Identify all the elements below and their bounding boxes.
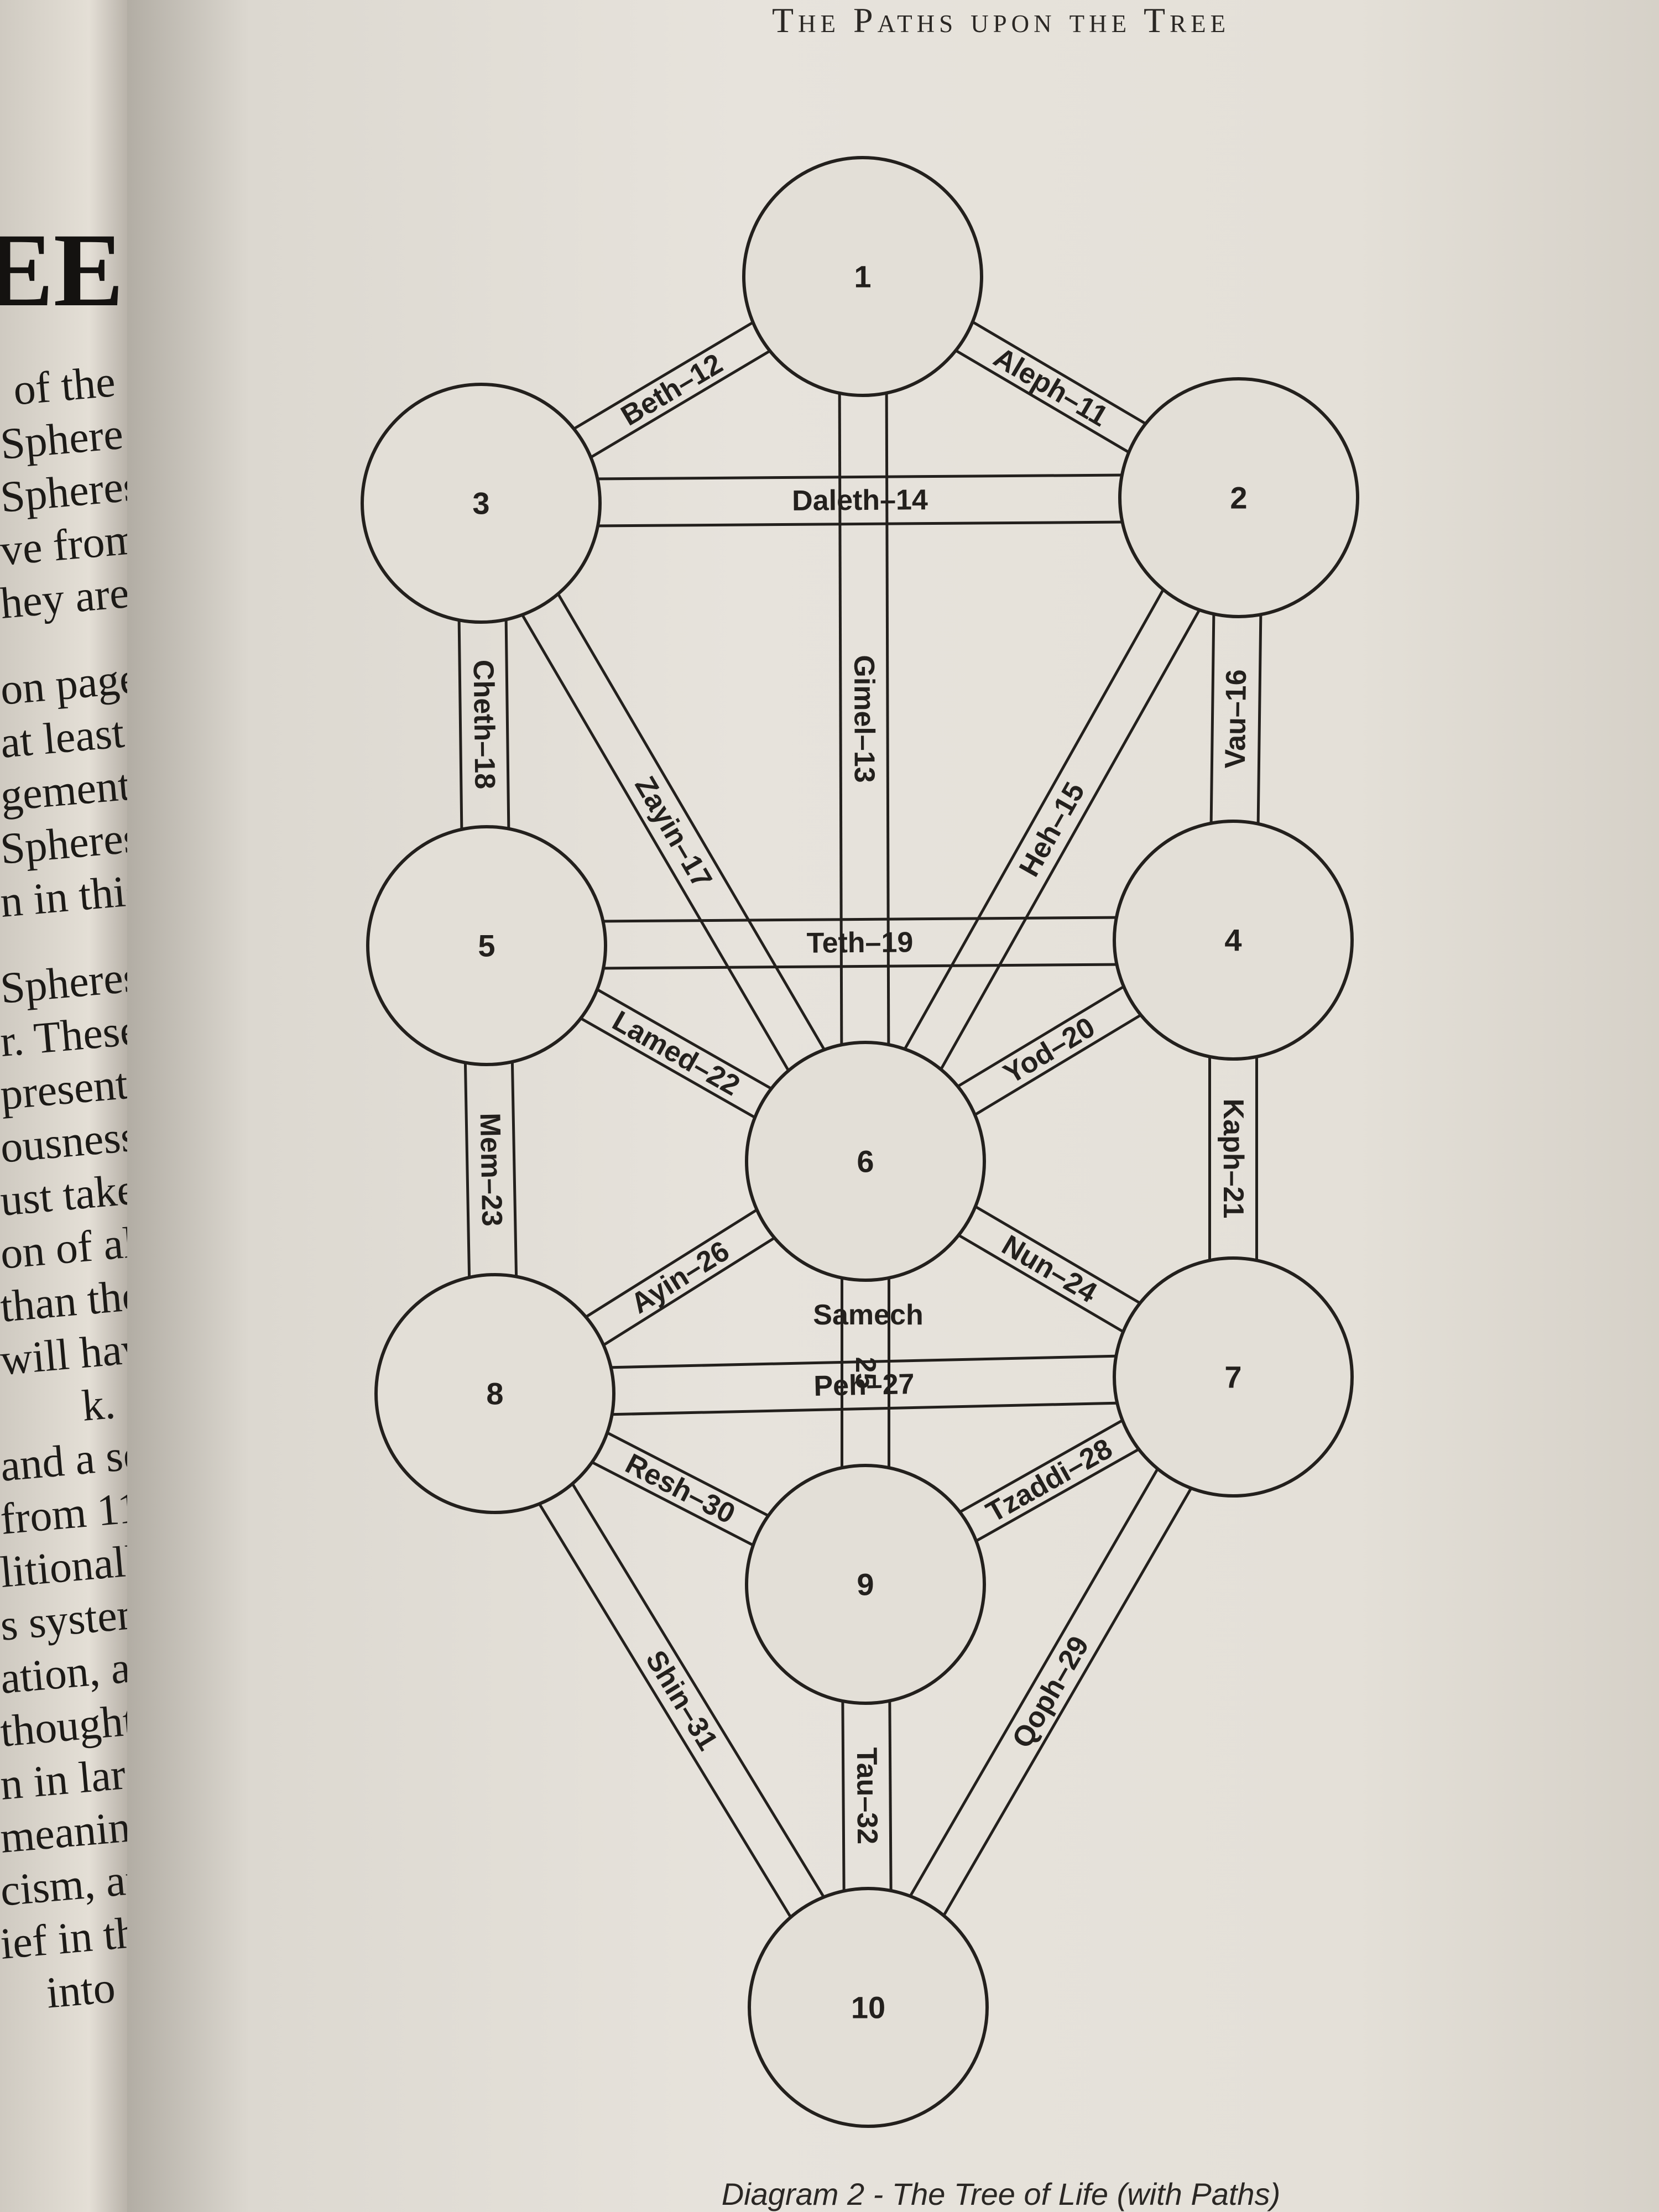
sphere-label: 10 bbox=[851, 1990, 885, 2025]
path-label: Beth–12 bbox=[615, 347, 728, 432]
sphere-label: 5 bbox=[478, 928, 495, 963]
page-title: The Paths upon the Tree bbox=[771, 1, 1230, 40]
path-label: Nun–24 bbox=[997, 1229, 1102, 1309]
sphere-circle bbox=[745, 1041, 986, 1282]
sphere-circle bbox=[366, 825, 607, 1066]
sphere-4: 4 bbox=[1113, 820, 1354, 1061]
path-edge bbox=[882, 507, 1258, 1172]
sphere-3: 3 bbox=[361, 383, 602, 624]
path-label: Mem–23 bbox=[474, 1113, 508, 1227]
path-edge bbox=[462, 513, 849, 1173]
sphere-9: 9 bbox=[745, 1464, 986, 1705]
path-edge bbox=[846, 487, 1222, 1152]
path-label: Ayin–26 bbox=[625, 1235, 735, 1320]
sphere-label: 7 bbox=[1224, 1360, 1241, 1395]
sphere-label: 4 bbox=[1224, 923, 1241, 958]
path-edge bbox=[884, 276, 890, 1161]
path-edge bbox=[884, 1386, 1251, 2018]
sphere-7: 7 bbox=[1113, 1256, 1354, 1498]
path-label: Kaph–21 bbox=[1217, 1099, 1249, 1219]
sphere-1: 1 bbox=[742, 156, 983, 397]
sphere-6: 6 bbox=[745, 1041, 986, 1282]
path-label: Heh–15 bbox=[1013, 777, 1091, 882]
diagram-caption: Diagram 2 - The Tree of Life (with Paths… bbox=[721, 2177, 1281, 2211]
path-daleth-14: Daleth–14 bbox=[481, 473, 1239, 528]
sphere-circle bbox=[745, 1464, 986, 1705]
path-label: Qoph–29 bbox=[1006, 1631, 1095, 1754]
sphere-2: 2 bbox=[1118, 377, 1359, 618]
path-peh-27: Peh–27 bbox=[494, 1352, 1234, 1418]
path-edge bbox=[481, 519, 1239, 528]
path-gimel-13: Gimel–13 bbox=[838, 276, 890, 1162]
path-label: Teth–19 bbox=[806, 926, 913, 959]
path-label: Tau–32 bbox=[851, 1747, 883, 1845]
sphere-label: 3 bbox=[472, 486, 489, 521]
path-edge bbox=[486, 915, 1233, 924]
sphere-circle bbox=[1113, 820, 1354, 1061]
path-label: Resh–30 bbox=[620, 1448, 740, 1530]
sphere-label: 6 bbox=[857, 1144, 874, 1179]
sphere-circle bbox=[1113, 1256, 1354, 1498]
sphere-circle bbox=[374, 1273, 615, 1514]
path-label: Aleph–11 bbox=[988, 341, 1113, 433]
path-edge bbox=[481, 473, 1239, 482]
sphere-10: 10 bbox=[748, 1887, 989, 2128]
sphere-label: 9 bbox=[857, 1567, 874, 1602]
sphere-circle bbox=[361, 383, 602, 624]
path-label: Gimel–13 bbox=[848, 655, 880, 782]
left-page-heading: EE bbox=[0, 212, 124, 328]
path-label: Cheth–18 bbox=[467, 660, 501, 790]
path-edge bbox=[487, 962, 1234, 971]
path-label: Lamed–22 bbox=[607, 1005, 745, 1102]
path-edge bbox=[495, 1399, 1234, 1418]
path-edge bbox=[494, 1352, 1233, 1372]
path-label: Daleth–14 bbox=[792, 484, 928, 517]
path-edge bbox=[498, 492, 885, 1152]
path-teth-19: Teth–19 bbox=[486, 915, 1234, 971]
sphere-label: 8 bbox=[486, 1376, 503, 1411]
path-label: Vau–16 bbox=[1219, 669, 1253, 769]
path-label: Peh–27 bbox=[813, 1368, 915, 1402]
sphere-label: 2 bbox=[1230, 481, 1247, 515]
path-edge bbox=[477, 1402, 853, 2018]
path-edge bbox=[850, 1366, 1218, 1999]
sphere-5: 5 bbox=[366, 825, 607, 1066]
path-label: Tzaddi–28 bbox=[981, 1432, 1118, 1528]
sphere-8: 8 bbox=[374, 1273, 615, 1514]
path-label: Samech bbox=[813, 1299, 923, 1331]
sphere-label: 1 bbox=[854, 259, 871, 294]
sphere-circle bbox=[742, 156, 983, 397]
path-edge bbox=[838, 276, 844, 1162]
sphere-circle bbox=[748, 1887, 989, 2128]
path-samech: Samech bbox=[813, 1299, 923, 1331]
path-edge bbox=[510, 1383, 886, 1999]
path-label: Yod–20 bbox=[998, 1011, 1100, 1090]
sphere-circle bbox=[1118, 377, 1359, 618]
sphere-layer: 1 2 3 4 5 6 7 8 9 10 bbox=[361, 156, 1359, 2128]
